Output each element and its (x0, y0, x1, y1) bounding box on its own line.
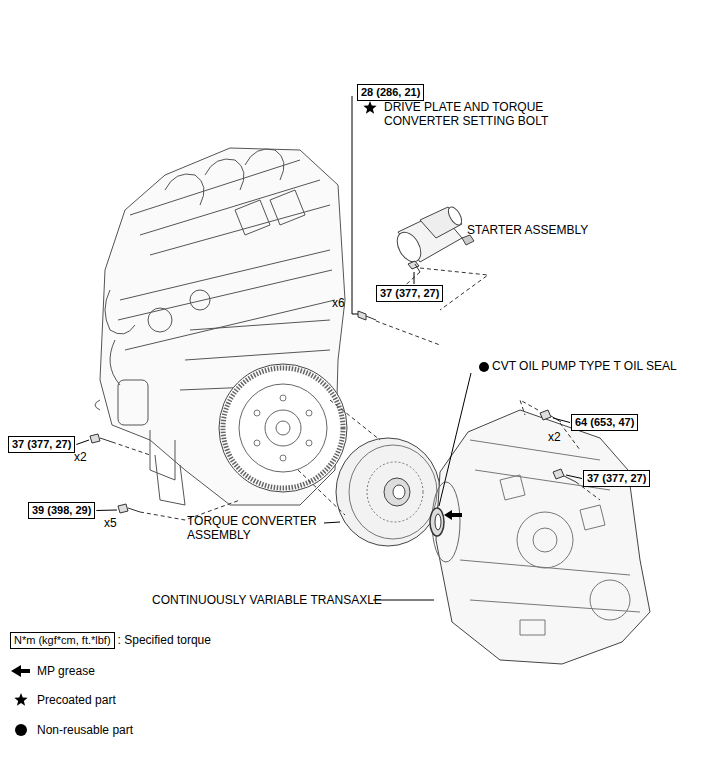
torque-spec: 64 (653, 47) (571, 414, 638, 431)
leader-line (414, 272, 415, 284)
leader-lines (324, 96, 471, 600)
torque-leaders (76, 272, 582, 511)
torque-spec: 37 (377, 27) (376, 285, 443, 302)
leader-line (553, 418, 570, 423)
oil-seal-drawing (430, 508, 462, 536)
torque-spec: 37 (377, 27) (583, 470, 650, 487)
starter-drawing (392, 205, 474, 266)
torque-value: 37 (377, 27) (587, 472, 646, 484)
quantity: x2 (74, 450, 87, 464)
bolts (90, 261, 576, 513)
torque-value: 37 (377, 27) (12, 438, 71, 450)
leader-line (566, 475, 582, 479)
torque-value: 39 (398, 29) (32, 504, 91, 516)
symbols (11, 101, 489, 736)
part-name: DRIVE PLATE AND TORQUE CONVERTER SETTING… (384, 100, 584, 128)
torque-value: 64 (653, 47) (575, 416, 634, 428)
leader-line (96, 510, 117, 512)
quantity: x5 (104, 516, 117, 530)
part-name: CVT OIL PUMP TYPE T OIL SEAL (492, 359, 677, 373)
quantity: x6 (332, 296, 345, 310)
drive-plate (219, 364, 347, 492)
torque-spec: 39 (398, 29) (28, 502, 95, 519)
torque-converter-drawing (336, 438, 440, 546)
torque-value: N*m (kgf*cm, ft.*lbf) (14, 634, 111, 646)
leader-line (76, 440, 89, 445)
legend-text: : Specified torque (118, 633, 211, 647)
torque-spec: 37 (377, 27) (8, 436, 75, 453)
part-name: TORQUE CONVERTER ASSEMBLY (187, 514, 322, 542)
part-name: CONTINUOUSLY VARIABLE TRANSAXLE (152, 593, 382, 607)
part-name: STARTER ASSEMBLY (467, 223, 588, 237)
torque-spec: 28 (286, 21) (357, 84, 424, 101)
transaxle-drawing (432, 410, 650, 664)
torque-value: 28 (286, 21) (361, 86, 420, 98)
legend-text: Non-reusable part (37, 723, 133, 737)
legend-text: Precoated part (37, 693, 116, 707)
quantity: x2 (548, 430, 561, 444)
torque-value: 37 (377, 27) (380, 287, 439, 299)
legend-text: MP grease (37, 664, 95, 678)
legend-torque-box: N*m (kgf*cm, ft.*lbf) (10, 632, 115, 649)
dashed-leaders (112, 268, 600, 520)
